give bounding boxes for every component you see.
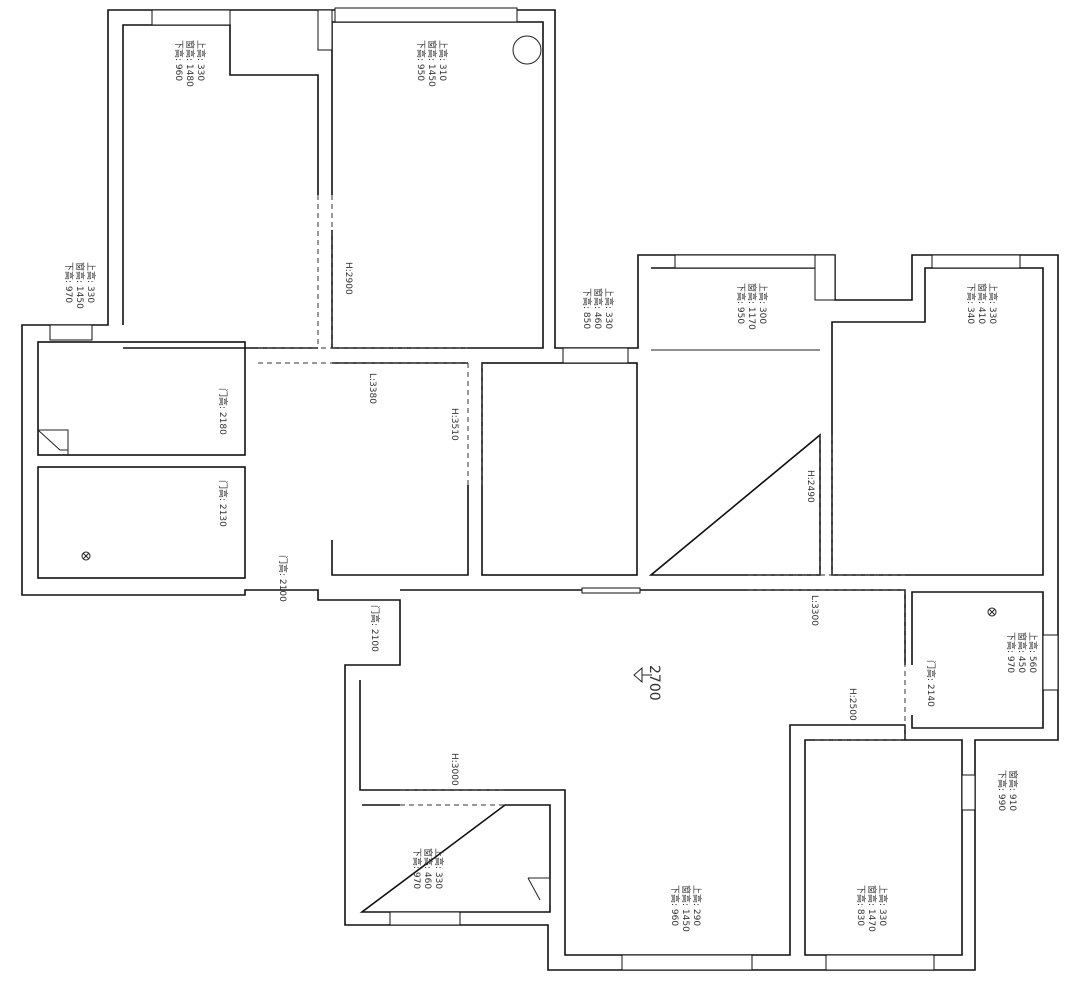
door-label: 门高: 2180 (217, 388, 229, 435)
label-line: 下高: 830 (855, 885, 867, 926)
door-label: 门高: 2140 (925, 660, 937, 707)
bedroom-right-2 (831, 267, 1044, 576)
label-line: 下高: 850 (581, 288, 593, 329)
label-line: 上高: 330 (195, 40, 207, 81)
dimension-label: H:3000 (449, 753, 459, 786)
label-line: 上高: 290 (691, 885, 703, 926)
label-line: 上高: 330 (85, 262, 97, 303)
label-line: 上高: 330 (877, 885, 889, 926)
corridor-room (331, 362, 469, 576)
label-line: 上高: 310 (437, 40, 449, 81)
bedroom-bottom-right (804, 739, 963, 956)
light-cross-icon (988, 608, 996, 616)
dimension-label: H:2900 (343, 262, 353, 295)
fixture-circle (512, 35, 542, 65)
label-line: 窗高: 910 (1007, 770, 1019, 811)
label-line: 下高: 970 (1005, 632, 1017, 673)
door-label: 门高: 2100 (369, 605, 381, 652)
ceiling-height-marker: 2700 (633, 665, 662, 701)
dimension-label: H:3510 (449, 408, 459, 441)
light-icon (81, 551, 91, 561)
label-line: 下高: 340 (965, 283, 977, 324)
bathroom-1 (37, 341, 246, 456)
label-line: 窗高: 1450 (74, 262, 86, 309)
label-line: 上高: 330 (433, 848, 445, 889)
windows (49, 7, 1059, 971)
label-line: 下高: 970 (411, 848, 423, 889)
dimension-label: L:3380 (367, 373, 377, 404)
label-line: 窗高: 410 (976, 283, 988, 324)
bedroom-bottom-left (359, 804, 551, 913)
outer-wall (21, 9, 1059, 971)
dimension-label: L:3300 (809, 595, 819, 626)
label-line: 窗高: 450 (1016, 632, 1028, 673)
shower-icon (37, 429, 69, 455)
label-line: 下高: 970 (63, 262, 75, 303)
light-icon (987, 607, 997, 617)
label-line: 窗高: 1480 (184, 40, 196, 87)
living-room (359, 589, 906, 956)
bedroom-top (331, 21, 544, 349)
label-line: 上高: 330 (987, 283, 999, 324)
label-line: 下高: 960 (669, 885, 681, 926)
light-cross-icon (82, 552, 90, 560)
label-line: 上高: 560 (1027, 632, 1039, 673)
dimension-label: H:2490 (805, 470, 815, 503)
label-line: 窗高: 1170 (746, 283, 758, 330)
label-line: 窗高: 1450 (426, 40, 438, 87)
study-room (481, 362, 638, 576)
ceiling-height: 2700 (646, 665, 662, 701)
label-line: 窗高: 1450 (680, 885, 692, 932)
bedroom-top-left (122, 24, 319, 349)
label-line: 窗高: 460 (422, 848, 434, 889)
label-line: 下高: 950 (415, 40, 427, 81)
door-label: 门高: 2100 (277, 555, 289, 602)
label-line: 上高: 300 (757, 283, 769, 324)
label-line: 下高: 990 (996, 770, 1008, 811)
door-label: 门高: 2130 (217, 480, 229, 527)
label-line: 上高: 330 (603, 288, 615, 329)
label-line: 窗高: 1470 (866, 885, 878, 932)
dimension-label: H:2500 (847, 688, 857, 721)
shower-icon (527, 877, 551, 905)
bathroom-2 (37, 466, 246, 579)
label-line: 下高: 960 (173, 40, 185, 81)
opening (258, 195, 906, 806)
elevation-triangle-icon (633, 666, 652, 684)
label-line: 窗高: 460 (592, 288, 604, 329)
label-line: 下高: 950 (735, 283, 747, 324)
